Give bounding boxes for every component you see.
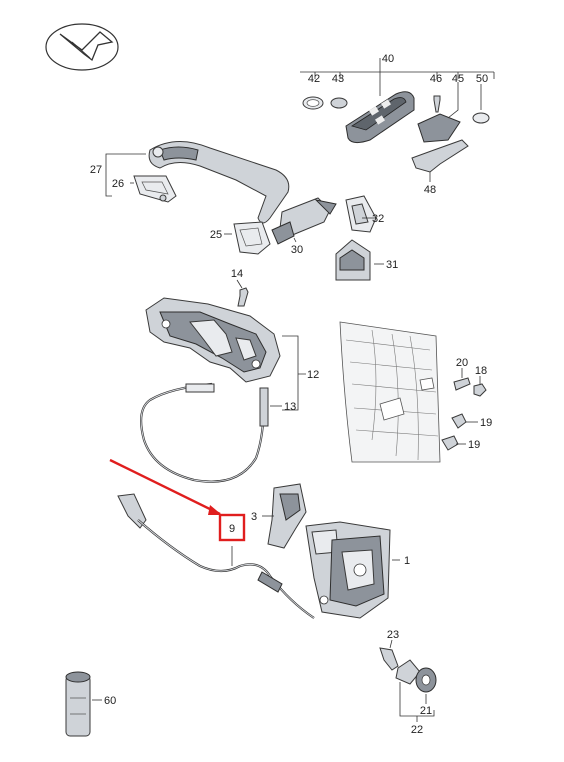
- callout-20: 20: [456, 357, 468, 369]
- outer-door-handle: [105, 140, 290, 224]
- cap-32: [345, 195, 377, 233]
- callout-46: 46: [430, 73, 442, 85]
- battery-43: [330, 97, 348, 109]
- emergency-key-48: [411, 139, 469, 173]
- callout-9-highlight-box: [218, 513, 246, 542]
- cap-50: [472, 112, 490, 124]
- callout-25: 25: [210, 229, 222, 241]
- callout-18: 18: [475, 365, 487, 377]
- door-panel-section: [339, 321, 441, 463]
- screw-19a: [451, 413, 478, 429]
- callout-27: 27: [90, 164, 102, 176]
- callout-32: 32: [372, 213, 384, 225]
- key-fob-body: [345, 91, 415, 144]
- cable-9: [117, 493, 315, 619]
- door-handle-carrier-12: [145, 297, 306, 411]
- screw-14: [236, 279, 249, 307]
- nut-18: [473, 376, 487, 397]
- callout-40: 40: [382, 53, 394, 65]
- callout-50: 50: [476, 73, 488, 85]
- bracket-3: [262, 483, 307, 549]
- callout-labels: 40 42 43 46 45 50 48 27 26 32 25 30 31 1…: [90, 53, 492, 736]
- callout-1: 1: [404, 555, 410, 567]
- cover-45: [417, 113, 461, 143]
- screw-46: [433, 95, 441, 113]
- callout-19-upper: 19: [480, 417, 492, 429]
- striker-screw-23: [379, 639, 399, 671]
- callout-21: 21: [420, 705, 432, 717]
- cap-31: [335, 239, 384, 281]
- callout-60: 60: [104, 695, 116, 707]
- striker-plate-21: [395, 659, 437, 722]
- door-lock-1: [305, 521, 400, 619]
- callout-3: 3: [251, 511, 257, 523]
- callout-30: 30: [291, 244, 303, 256]
- callout-45: 45: [452, 73, 464, 85]
- screw-19b: [441, 435, 466, 451]
- callout-26: 26: [112, 178, 124, 190]
- key-fob-group: [300, 58, 495, 182]
- bolt-20: [453, 368, 471, 391]
- callout-48: 48: [424, 184, 436, 196]
- cable-13: [139, 382, 282, 483]
- callout-42: 42: [308, 73, 320, 85]
- callout-13: 13: [284, 401, 296, 413]
- callout-23: 23: [387, 629, 399, 641]
- callout-14: 14: [231, 268, 243, 280]
- callout-9: 9: [229, 523, 235, 535]
- lock-cylinder: [224, 197, 337, 255]
- logo-arrow-emblem-icon: [45, 23, 119, 71]
- grease-can-60: [65, 671, 102, 737]
- callout-22: 22: [411, 724, 423, 736]
- callout-12: 12: [307, 369, 319, 381]
- callout-19-lower: 19: [468, 439, 480, 451]
- callout-31: 31: [386, 259, 398, 271]
- red-pointer-arrow: [109, 458, 222, 516]
- callout-43: 43: [332, 73, 344, 85]
